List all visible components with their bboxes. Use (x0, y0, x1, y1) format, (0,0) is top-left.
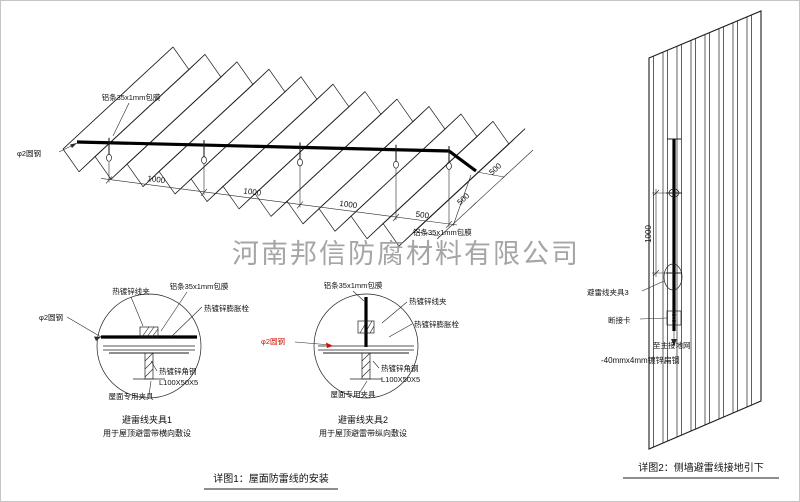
detail-circle-1: 热镀锌线夹 铝条35x1mm包膜 热镀锌膨胀栓 φ2圆钢 热镀锌角钢 L100X… (39, 281, 249, 438)
edge-dimension-ticks (437, 172, 509, 239)
label-roof-clamp-2: 屋面专用夹具 (331, 389, 376, 399)
caption-fig2: 详图2：侧墙避雷线接地引下 (623, 461, 779, 479)
detail-bubble-2 (313, 293, 419, 399)
label-roof-clamp-1: 屋面专用夹具 (109, 391, 154, 401)
clamp-detail-bubble (106, 153, 112, 162)
detail2-clip-hatch (359, 320, 375, 334)
down-arrowhead (671, 339, 677, 346)
detail1-leaders (66, 291, 203, 396)
edge-dimension-line (436, 149, 534, 240)
label-disconnect: 断接卡 (608, 315, 631, 325)
extension-lines (108, 162, 450, 227)
label-strip-1: 铝条35x1mm包膜 (170, 281, 229, 291)
label-round-steel-roof: φ2圆钢 (17, 148, 41, 158)
detail1-roof-sheet (103, 345, 195, 351)
disconnect-bolt (672, 319, 676, 323)
label-expansion-bolt-1: 热镀锌膨胀栓 (204, 303, 249, 313)
detail-circle-2: 铝条35x1mm包膜 热镀锌线夹 热镀锌膨胀栓 φ2圆钢 热镀锌角钢 L100X… (261, 280, 459, 438)
detail2-leaders (352, 290, 413, 395)
red-leader-arrowhead (326, 342, 333, 348)
label-angle-steel-1: 热镀锌角钢 (159, 366, 197, 376)
fig1-caption-text: 详图1：屋面防雷线的安装 (213, 472, 329, 485)
clamp-detail-bubble (297, 158, 303, 167)
wall-corrugation-lines (648, 15, 752, 449)
label-angle-size-1: L100X50X5 (159, 378, 198, 387)
detail1-angle-hatch (144, 352, 154, 378)
detail2-subtitle: 用于屋顶避雷带纵向敷设 (319, 428, 407, 438)
label-round-steel-2: φ2圆钢 (261, 336, 285, 346)
label-expansion-bolt-2: 热镀锌膨胀栓 (414, 319, 459, 329)
leader-strip-bottom (452, 174, 472, 227)
roof-dimension-chain: 1000 1000 1000 500 (100, 162, 458, 229)
dim-1000-b: 1000 (243, 186, 262, 197)
wall-elevation: 1000 避雷线夹具3 断接卡 至主接地网 -40mmx4mm镀锌扁钢 (587, 10, 762, 450)
label-to-ground: 至主接地网 (653, 340, 691, 350)
roof-isometric: 1000 1000 1000 500 500 500 铝条35x1mm包膜 φ2… (17, 46, 534, 247)
dim-500: 500 (415, 210, 430, 221)
edge-dim-500-a: 500 (455, 191, 471, 207)
company-watermark: 河南邦信防腐材料有限公司 (232, 239, 580, 269)
edge-extension-lines (416, 171, 505, 237)
dimension-line (100, 178, 458, 226)
leader-arrowhead (94, 336, 101, 341)
label-round-steel-1: φ2圆钢 (39, 312, 63, 322)
label-angle-size-2: L100X50X5 (381, 375, 420, 384)
detail-bubble-1 (96, 293, 202, 399)
label-aluminum-strip-top: 铝条35x1mm包膜 (102, 92, 161, 102)
lightning-wire (76, 140, 477, 173)
wall-dim-lines (652, 189, 669, 277)
leader-arrowhead (70, 143, 77, 148)
detail2-clip-body (357, 320, 375, 334)
label-strip-2: 铝条35x1mm包膜 (324, 280, 383, 290)
label-angle-steel-2: 热镀锌角钢 (381, 363, 419, 373)
roof-left-edge (62, 46, 174, 150)
detail2-title: 避雷线夹具2 (338, 414, 388, 425)
wall-dim-ticks (652, 189, 660, 277)
leader-strip-top (112, 102, 130, 137)
clamp-detail-bubble (393, 160, 399, 169)
wall-leaders (639, 280, 668, 320)
fig2-caption-text: 详图2：侧墙避雷线接地引下 (638, 461, 764, 474)
dim-1000-c: 1000 (339, 199, 358, 210)
dimension-ticks (105, 176, 453, 229)
detail1-title: 避雷线夹具1 (122, 414, 172, 425)
wall-dimension: 1000 (644, 189, 669, 277)
corrugated-front-edge (62, 148, 416, 247)
detail1-clip-hatch (141, 326, 159, 338)
label-clamp3: 避雷线夹具3 (587, 287, 629, 297)
caption-fig1: 详图1：屋面防雷线的安装 (204, 472, 338, 490)
label-aluminum-strip-bottom: 铝条35x1mm包膜 (413, 227, 472, 237)
roof-right-edge-dims: 500 500 (416, 149, 534, 240)
disconnect-bolt (672, 313, 676, 317)
roof-right-edge (414, 128, 526, 232)
clamp-detail-bubble (446, 162, 452, 170)
detail1-subtitle: 用于屋顶避雷带横向敷设 (103, 428, 191, 438)
roof-labels: 铝条35x1mm包膜 φ2圆钢 铝条35x1mm包膜 (17, 92, 472, 237)
clamp-marks (108, 137, 450, 163)
detail2-red-leader (294, 341, 332, 346)
clamp-detail-bubble (201, 156, 207, 164)
dim-1000-a: 1000 (147, 174, 166, 185)
wire-clamps (106, 137, 452, 170)
detail2-angle-hatch (361, 352, 371, 378)
wall-dim-1000: 1000 (644, 225, 653, 243)
label-wire-clip-2: 热镀锌线夹 (409, 296, 447, 306)
label-flat-steel: -40mmx4mm镀锌扁钢 (601, 355, 680, 365)
wall-lower-clamp-bubble (663, 263, 683, 291)
corrugated-back-edge (172, 46, 526, 145)
detail2-roof-sheet (318, 345, 414, 351)
label-wire-clip-1: 热镀锌线夹 (112, 286, 150, 296)
